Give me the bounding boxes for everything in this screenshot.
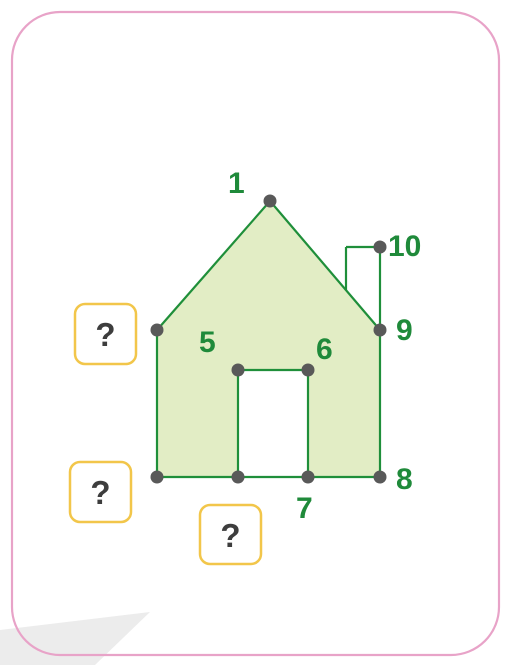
label-point-1: 1 [228, 167, 245, 200]
door-opening [238, 370, 308, 477]
dot-5 [232, 364, 245, 377]
dot-9 [374, 324, 387, 337]
dot-6 [302, 364, 315, 377]
dot-8 [374, 471, 387, 484]
label-point-9: 9 [396, 314, 413, 347]
question-mark-lower-left: ? [90, 474, 110, 511]
label-point-7: 7 [296, 492, 313, 525]
dot-10 [374, 241, 387, 254]
question-mark-bottom: ? [220, 517, 240, 554]
label-point-8: 8 [396, 463, 413, 496]
dot-7 [302, 471, 315, 484]
question-box-upper-left[interactable]: ? [75, 304, 136, 364]
label-point-5: 5 [199, 326, 216, 359]
question-box-bottom[interactable]: ? [200, 505, 261, 564]
dot-bottom [232, 471, 245, 484]
dot-1 [264, 195, 277, 208]
question-mark-upper-left: ? [95, 316, 115, 353]
label-point-6: 6 [316, 333, 333, 366]
dot-lower-left [151, 471, 164, 484]
question-box-lower-left[interactable]: ? [70, 462, 131, 522]
dot-upper-left [151, 324, 164, 337]
label-point-10: 10 [388, 230, 421, 263]
